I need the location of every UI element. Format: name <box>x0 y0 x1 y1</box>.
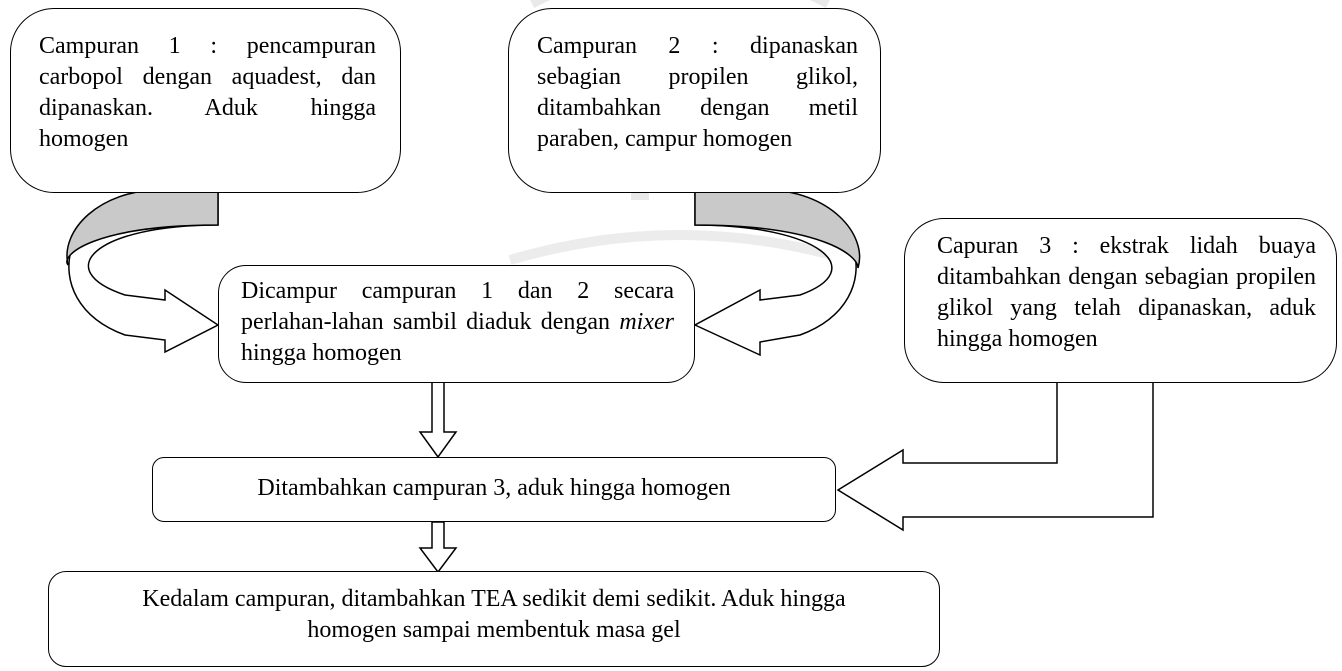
down-arrow-2 <box>418 521 458 574</box>
final-text-line1: Kedalam campuran, ditambahkan TEA sediki… <box>142 586 846 612</box>
mix1-text: Campuran 1 : pencampuran carbopol dengan… <box>39 33 376 152</box>
mix2-box: Campuran 2 : dipanaskan sebagian propile… <box>508 8 881 193</box>
bent-arrow-mix3 <box>836 383 1154 532</box>
mix2-text: Campuran 2 : dipanaskan sebagian propile… <box>537 33 858 152</box>
final-box: Kedalam campuran, ditambahkan TEA sediki… <box>48 571 940 667</box>
mix1-box: Campuran 1 : pencampuran carbopol dengan… <box>10 8 401 193</box>
add3-box: Ditambahkan campuran 3, aduk hingga homo… <box>152 457 836 522</box>
combine-box: Dicampur campuran 1 dan 2 secara perlaha… <box>218 265 695 383</box>
mix3-box: Capuran 3 : ekstrak lidah buaya ditambah… <box>904 218 1337 383</box>
add3-text: Ditambahkan campuran 3, aduk hingga homo… <box>257 475 731 501</box>
combine-text-a: Dicampur campuran 1 dan 2 secara perlaha… <box>241 278 674 335</box>
combine-text: Dicampur campuran 1 dan 2 secara perlaha… <box>241 276 674 369</box>
down-arrow-1 <box>418 379 458 459</box>
mixer-term: mixer <box>619 309 674 335</box>
combine-text-b: hingga homogen <box>241 340 402 366</box>
final-text-line2: homogen sampai membentuk masa gel <box>307 617 681 643</box>
mix3-text: Capuran 3 : ekstrak lidah buaya ditambah… <box>937 233 1316 352</box>
curved-arrow-left <box>66 189 220 354</box>
curved-arrow-right <box>693 189 861 357</box>
